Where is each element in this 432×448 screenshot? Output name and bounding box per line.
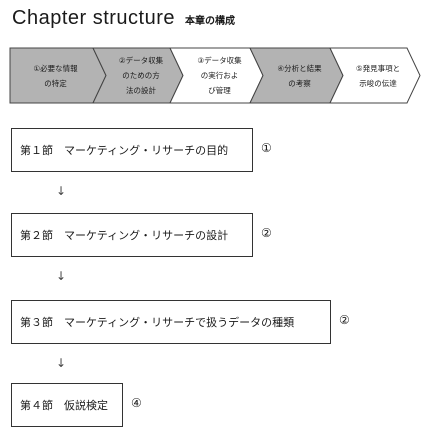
section-step-ref: ① xyxy=(261,141,272,155)
chapter-title-en: Chapter structure xyxy=(12,7,176,29)
process-step-line: ②データ収集 xyxy=(118,56,164,65)
process-step-line: のための方 xyxy=(122,71,160,80)
section-box-3: 第３節 マーケティング・リサーチで扱うデータの種類 xyxy=(11,300,331,344)
process-step-line: 示唆の伝達 xyxy=(359,78,397,88)
process-step-label-2: ②データ収集のための方法の設計 xyxy=(108,53,174,98)
section-title: 第２節 マーケティング・リサーチの設計 xyxy=(20,229,229,242)
section-title: 第４節 仮説検定 xyxy=(20,399,108,412)
process-step-line: の実行およ xyxy=(200,71,239,80)
chapter-header: Chapter structure 本章の構成 xyxy=(12,7,235,30)
section-box-1: 第１節 マーケティング・リサーチの目的 xyxy=(11,128,253,172)
process-step-line: 法の設計 xyxy=(126,86,156,95)
flow-down-arrow-icon: ↓ xyxy=(56,184,67,198)
process-step-label-5: ⑤発見事項と示唆の伝達 xyxy=(345,61,411,91)
process-step-line: の考察 xyxy=(288,78,311,88)
section-title: 第１節 マーケティング・リサーチの目的 xyxy=(20,144,229,157)
process-step-line: ④分析と結果 xyxy=(277,63,322,73)
section-title: 第３節 マーケティング・リサーチで扱うデータの種類 xyxy=(20,316,295,329)
chapter-title-ja: 本章の構成 xyxy=(185,16,236,27)
process-step-line: び管理 xyxy=(208,86,231,95)
process-step-label-3: ③データ収集の実行および管理 xyxy=(185,53,254,98)
process-step-line: ⑤発見事項と xyxy=(355,63,401,73)
section-step-ref: ② xyxy=(339,313,350,327)
process-step-label-1: ①必要な情報の特定 xyxy=(14,61,97,91)
process-step-line: の特定 xyxy=(44,78,67,88)
section-step-ref: ④ xyxy=(131,396,142,410)
section-box-2: 第２節 マーケティング・リサーチの設計 xyxy=(11,213,253,257)
flow-down-arrow-icon: ↓ xyxy=(56,269,67,283)
process-step-line: ③データ収集 xyxy=(197,56,242,65)
section-box-4: 第４節 仮説検定 xyxy=(11,383,123,427)
flow-down-arrow-icon: ↓ xyxy=(56,356,67,370)
process-step-5 xyxy=(329,47,421,104)
process-step-line: ①必要な情報 xyxy=(33,63,78,73)
section-step-ref: ② xyxy=(261,226,272,240)
process-step-label-4: ④分析と結果の考察 xyxy=(265,61,334,91)
